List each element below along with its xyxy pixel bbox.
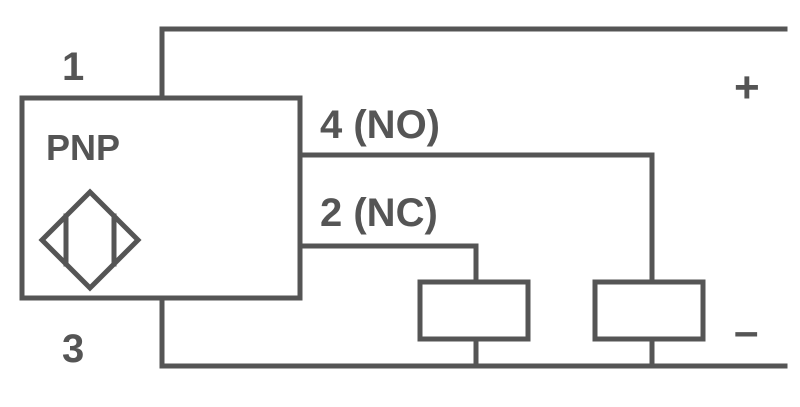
load-no bbox=[592, 279, 706, 342]
pin1-label: 1 bbox=[62, 45, 84, 89]
negative-label: – bbox=[734, 307, 758, 356]
pin4-label: 4 (NO) bbox=[320, 103, 440, 147]
pin2-nc-wire bbox=[297, 243, 479, 285]
proximity-sensor-icon bbox=[38, 188, 142, 292]
sensor-type-label: PNP bbox=[46, 127, 120, 168]
load-nc bbox=[417, 279, 531, 342]
pin2-label: 2 (NC) bbox=[320, 191, 438, 235]
pin4-no-wire bbox=[297, 152, 655, 285]
pin3-label: 3 bbox=[62, 327, 84, 371]
positive-label: + bbox=[734, 63, 760, 112]
